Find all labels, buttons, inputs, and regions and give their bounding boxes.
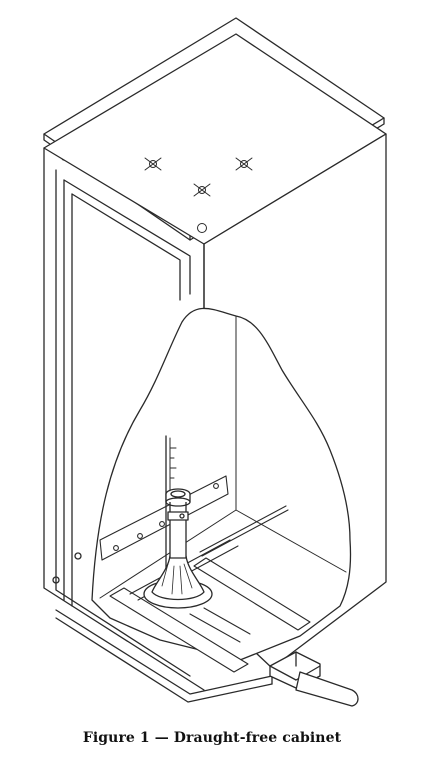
inner-floor-back-edge: [99, 509, 347, 599]
cabinet-front-frame-inner: [55, 169, 191, 677]
burner-skirt: [151, 555, 205, 601]
bracket-hole-1: [113, 545, 119, 551]
vent-hole-front: [193, 183, 211, 197]
vent-hole-right: [235, 157, 253, 171]
figure-caption: Figure 1 — Draught-free cabinet: [82, 730, 342, 746]
cabinet-base-ledge-lower: [55, 617, 273, 703]
pipe-tail: [295, 671, 359, 707]
bracket-hole-3: [159, 521, 165, 527]
burner-collar: [167, 511, 189, 521]
corner-fixing-hole: [197, 223, 207, 233]
specimen-support-rod: [199, 505, 289, 557]
burner-mouth: [170, 490, 186, 498]
burner: [143, 488, 213, 609]
floor-slot-b: [203, 607, 251, 635]
floor-rail-right: [193, 557, 311, 631]
burner-tube: [169, 499, 187, 559]
cabinet-front-frame-outer: [43, 147, 205, 691]
gas-supply-pipe: [269, 651, 359, 707]
door-frame-outer: [63, 179, 191, 295]
bracket-hole-4: [213, 483, 219, 489]
door-frame-inner: [71, 193, 181, 301]
side-hole-lower: [52, 576, 60, 584]
floor-slot-a: [189, 613, 241, 643]
top-vent-holes: [144, 157, 253, 233]
draught-free-cabinet-illustration: [43, 17, 387, 707]
vent-hole-left: [144, 157, 162, 171]
floor-rail-left: [109, 587, 249, 673]
cabinet-base-ledge: [55, 609, 273, 695]
burner-air-hole: [179, 513, 185, 519]
side-hole-upper: [74, 552, 82, 560]
bracket-hole-2: [137, 533, 143, 539]
